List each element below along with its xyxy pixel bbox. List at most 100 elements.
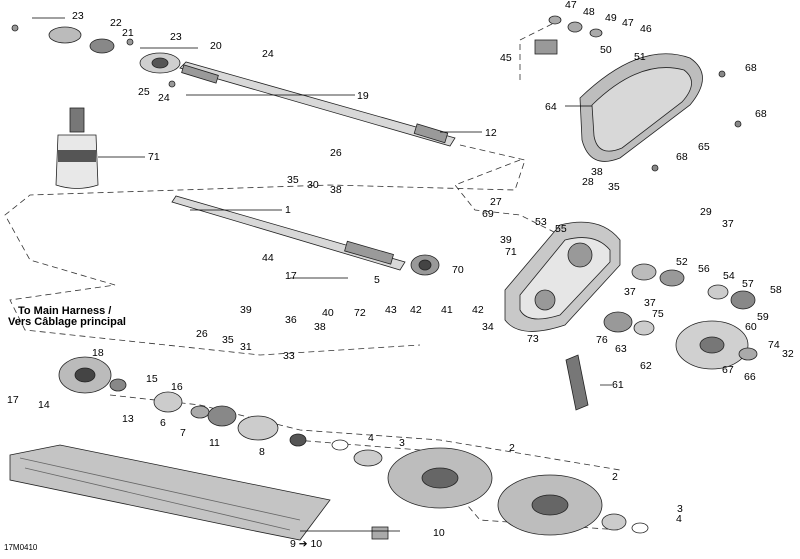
- callout-38c: 38: [314, 321, 326, 333]
- callout-25: 25: [138, 86, 150, 98]
- callout-66: 66: [744, 371, 756, 383]
- callout-2a: 2: [509, 442, 515, 454]
- callout-28: 28: [582, 176, 594, 188]
- callout-76: 76: [596, 334, 608, 346]
- tensioner-parts-top: [534, 15, 742, 172]
- assembly-path-top: [519, 19, 561, 80]
- callout-4b: 4: [676, 513, 682, 525]
- callout-23a: 23: [72, 10, 84, 22]
- callout-37b: 37: [624, 286, 636, 298]
- callout-18: 18: [92, 347, 104, 359]
- leader-lines: [32, 17, 612, 532]
- callout-8: 8: [259, 446, 265, 458]
- callout-11: 11: [209, 437, 220, 449]
- drive-chain-61: [565, 354, 589, 411]
- callout-62: 62: [640, 360, 652, 372]
- drive-shaft-19: [179, 61, 456, 147]
- callout-13: 13: [122, 413, 134, 425]
- callout-50: 50: [600, 44, 612, 56]
- callout-24b: 24: [158, 92, 170, 104]
- harness-note-line2: Vers Câblage principal: [8, 316, 126, 328]
- callout-17b: 17: [7, 394, 19, 406]
- callout-63: 63: [615, 343, 627, 355]
- callout-4a: 4: [368, 432, 374, 444]
- callout-2b: 2: [612, 471, 618, 483]
- callout-21: 21: [122, 27, 134, 39]
- callout-labels: 23 22 21 23 20 24 25 24 19 12 71 47 48 4…: [7, 0, 794, 550]
- callout-35a: 35: [287, 174, 299, 186]
- callout-10: 10: [433, 527, 445, 539]
- callout-58: 58: [770, 284, 782, 296]
- callout-9: 9 ➔ 10: [290, 538, 322, 550]
- callout-37a: 37: [722, 218, 734, 230]
- callout-3b: 3: [677, 503, 683, 515]
- callout-23b: 23: [170, 31, 182, 43]
- washer-4-lower: [631, 522, 649, 534]
- callout-56: 56: [698, 263, 710, 275]
- callout-5: 5: [374, 274, 380, 286]
- callout-7: 7: [180, 427, 186, 439]
- spacer-3-lower: [601, 513, 627, 531]
- callout-39a: 39: [500, 234, 512, 246]
- callout-51: 51: [634, 51, 646, 63]
- callout-26a: 26: [330, 147, 342, 159]
- callout-60: 60: [745, 321, 757, 333]
- callout-38a: 38: [330, 184, 342, 196]
- callout-47b: 47: [622, 17, 634, 29]
- callout-40: 40: [322, 307, 334, 319]
- callout-72: 72: [354, 307, 366, 319]
- callout-32: 32: [782, 348, 794, 360]
- callout-52: 52: [676, 256, 688, 268]
- callout-15: 15: [146, 373, 158, 385]
- callout-68b: 68: [755, 108, 767, 120]
- callout-68c: 68: [676, 151, 688, 163]
- callout-34: 34: [482, 321, 494, 333]
- callout-33: 33: [283, 350, 295, 362]
- assembly-path-right: [454, 159, 561, 236]
- callout-35b: 35: [608, 181, 620, 193]
- callout-35c: 35: [222, 334, 234, 346]
- drive-sprocket-2-upper: [387, 447, 493, 509]
- callout-39b: 39: [240, 304, 252, 316]
- callout-49: 49: [605, 12, 617, 24]
- callout-67: 67: [722, 364, 734, 376]
- callout-1: 1: [285, 204, 291, 216]
- chaincase-34: [504, 221, 621, 332]
- callout-36: 36: [285, 314, 297, 326]
- callout-20: 20: [210, 40, 222, 52]
- track-clip-10: [371, 526, 389, 540]
- callout-64: 64: [545, 101, 557, 113]
- callout-16: 16: [171, 381, 183, 393]
- callout-24a: 24: [262, 48, 274, 60]
- callout-47a: 47: [565, 0, 577, 11]
- callout-45: 45: [500, 52, 512, 64]
- callout-17a: 17: [285, 270, 297, 282]
- callout-37c: 37: [644, 297, 656, 309]
- bearing-housing-group-top: [11, 24, 181, 88]
- callout-42a: 42: [410, 304, 422, 316]
- callout-57: 57: [742, 278, 754, 290]
- callout-61: 61: [612, 379, 624, 391]
- callout-31: 31: [240, 341, 252, 353]
- callout-44: 44: [262, 252, 274, 264]
- callout-12: 12: [485, 127, 497, 139]
- callout-69: 69: [482, 208, 494, 220]
- callout-42b: 42: [472, 304, 484, 316]
- callout-73: 73: [527, 333, 539, 345]
- drawing-code: 17M0410: [4, 543, 38, 552]
- callout-22: 22: [110, 17, 122, 29]
- callout-46: 46: [640, 23, 652, 35]
- gear-set-right: [603, 263, 758, 370]
- callout-38b: 38: [591, 166, 603, 178]
- callout-43: 43: [385, 304, 397, 316]
- callout-74: 74: [768, 339, 780, 351]
- drive-sprocket-2-lower: [497, 474, 603, 536]
- callout-65: 65: [698, 141, 710, 153]
- assembly-path-upper: [4, 144, 526, 356]
- callout-70: 70: [452, 264, 464, 276]
- callout-71b: 71: [505, 246, 517, 258]
- callout-53: 53: [535, 216, 547, 228]
- harness-note-line1: To Main Harness /: [18, 305, 111, 317]
